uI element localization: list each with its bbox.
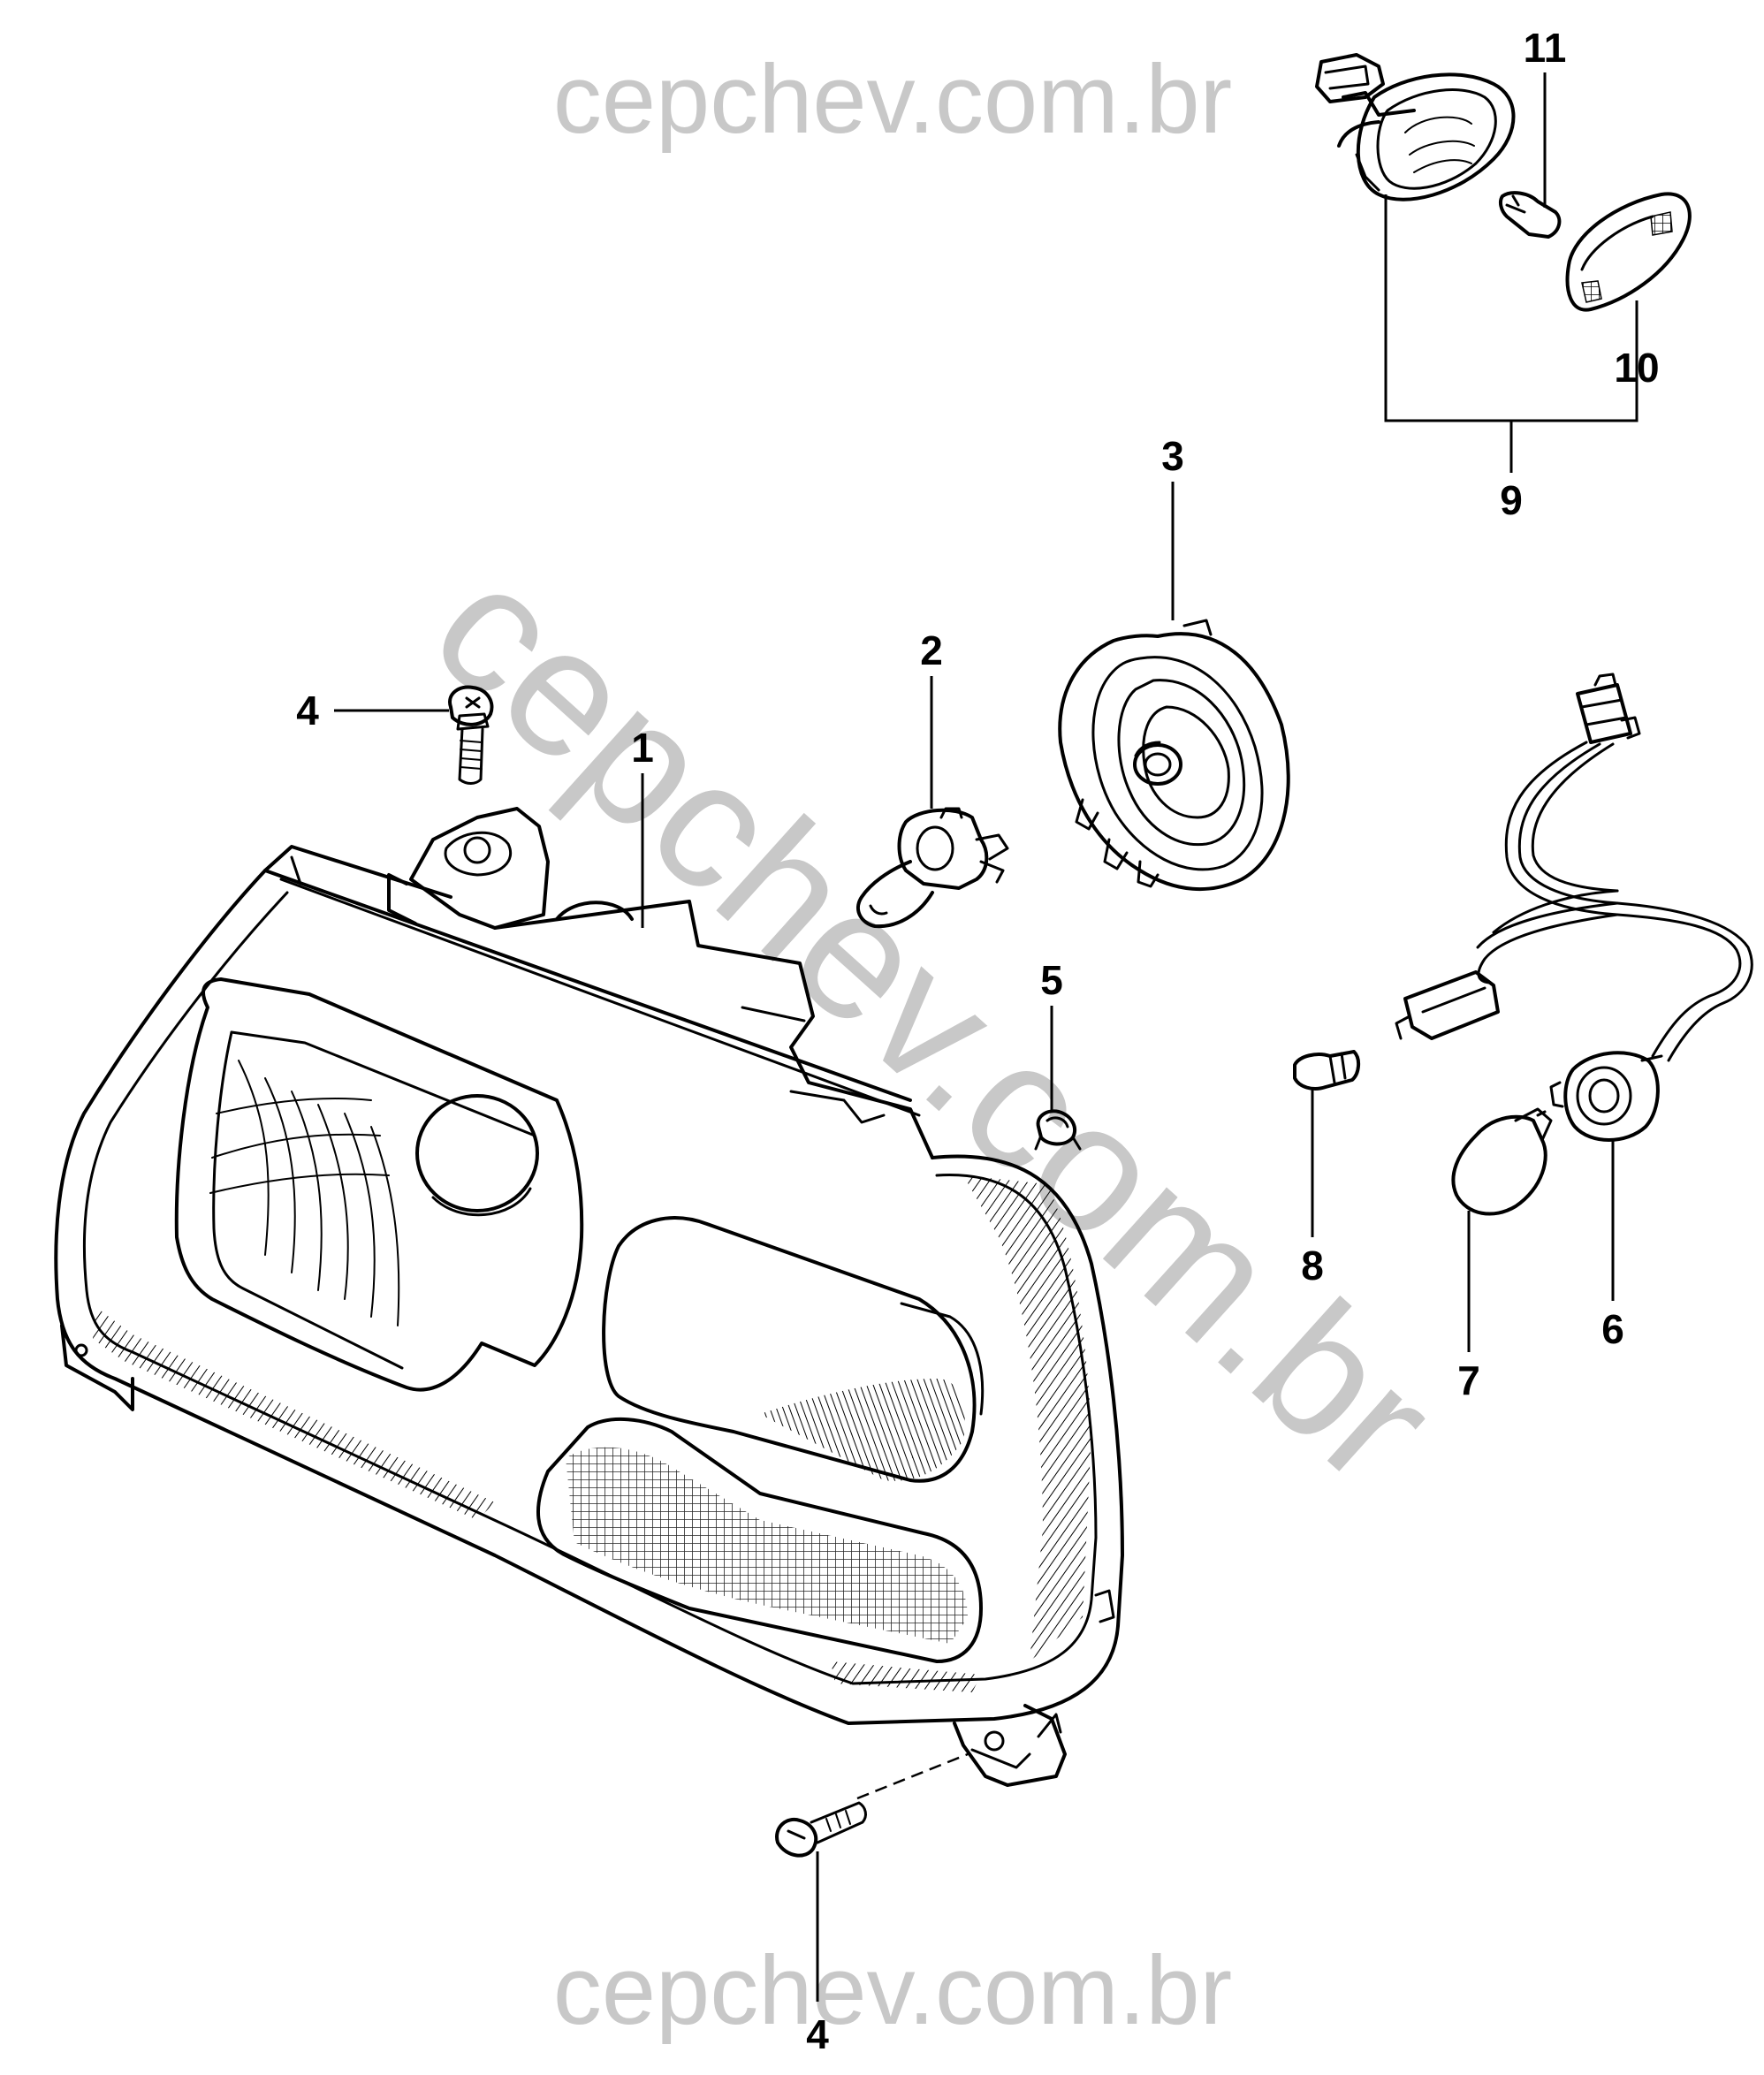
clip bbox=[1034, 1109, 1082, 1151]
signal-bulb bbox=[1451, 1107, 1553, 1216]
side-repeater-lens bbox=[1565, 192, 1692, 312]
bolt-bottom bbox=[775, 1801, 867, 1858]
leader-lines bbox=[334, 72, 1639, 2002]
callout-8: 8 bbox=[1301, 1243, 1324, 1288]
bolt-alignment-line bbox=[856, 1752, 969, 1800]
callout-4-bottom: 4 bbox=[806, 2011, 829, 2057]
callout-9: 9 bbox=[1500, 477, 1523, 523]
watermark-top: cepchev.com.br bbox=[553, 45, 1232, 154]
bolt-top bbox=[448, 685, 494, 785]
callout-10: 10 bbox=[1614, 345, 1659, 391]
watermark-bottom: cepchev.com.br bbox=[553, 1936, 1232, 2045]
callout-7: 7 bbox=[1457, 1357, 1480, 1403]
callout-5: 5 bbox=[1040, 957, 1063, 1003]
callout-11: 11 bbox=[1524, 25, 1567, 71]
callout-6: 6 bbox=[1601, 1306, 1624, 1352]
wedge-bulb bbox=[1293, 1050, 1360, 1091]
callout-3: 3 bbox=[1161, 433, 1184, 479]
callout-2: 2 bbox=[920, 627, 943, 673]
headlamp-assembly bbox=[54, 807, 1124, 1787]
side-repeater-housing bbox=[1315, 53, 1516, 201]
wiring-harness bbox=[1395, 673, 1753, 1142]
headlamp-bulb bbox=[856, 807, 1009, 929]
watermark-diagonal: cepchev.com.br bbox=[397, 524, 1472, 1521]
callout-1: 1 bbox=[631, 725, 654, 771]
dust-cover bbox=[1058, 619, 1290, 892]
side-repeater-bulb bbox=[1498, 191, 1562, 239]
callout-4-top: 4 bbox=[296, 688, 319, 733]
